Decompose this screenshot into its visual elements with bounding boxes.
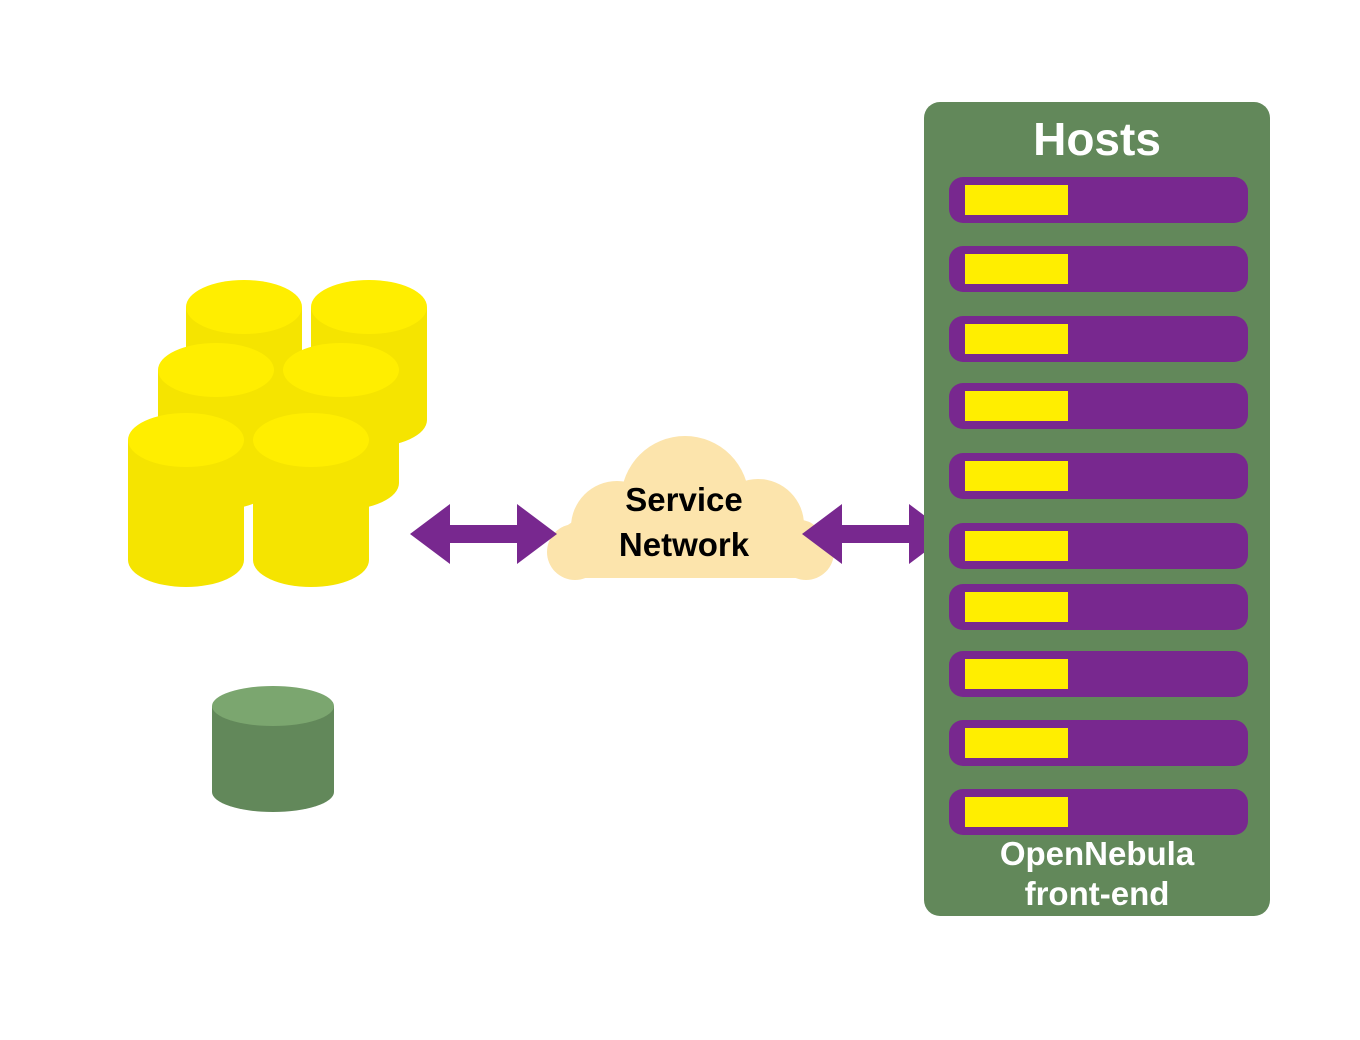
host-server: [949, 523, 1248, 569]
host-server: [949, 453, 1248, 499]
host-server: [949, 789, 1248, 835]
system-datastore-icon: [212, 686, 334, 812]
host-indicator: [965, 185, 1068, 215]
datastore-disk-stack: [128, 280, 427, 587]
arrow-network-hosts: [802, 504, 949, 564]
host-indicator: [965, 254, 1068, 284]
host-server: [949, 651, 1248, 697]
frontend-label-line2: front-end: [1024, 875, 1170, 912]
disk-icon: [253, 413, 369, 587]
host-indicator: [965, 728, 1068, 758]
host-server: [949, 720, 1248, 766]
host-indicator: [965, 391, 1068, 421]
host-server: [949, 316, 1248, 362]
hosts-title: Hosts: [1033, 113, 1161, 165]
host-list: [924, 102, 1270, 916]
host-server: [949, 383, 1248, 429]
frontend-label: OpenNebula: [999, 835, 1195, 872]
host-indicator: [965, 461, 1068, 491]
hosts-panel: Hosts OpenNebula front-end: [924, 102, 1270, 916]
host-indicator: [965, 659, 1068, 689]
service-network-label: Service: [625, 481, 743, 518]
host-indicator: [965, 531, 1068, 561]
host-indicator: [965, 797, 1068, 827]
host-server: [949, 177, 1248, 223]
arrow-datastores-network: [410, 504, 557, 564]
service-network-cloud: [547, 436, 834, 580]
host-server: [949, 246, 1248, 292]
host-indicator: [965, 324, 1068, 354]
service-network-label-line2: Network: [618, 526, 750, 563]
host-server: [949, 584, 1248, 630]
host-indicator: [965, 592, 1068, 622]
disk-icon: [128, 413, 244, 587]
